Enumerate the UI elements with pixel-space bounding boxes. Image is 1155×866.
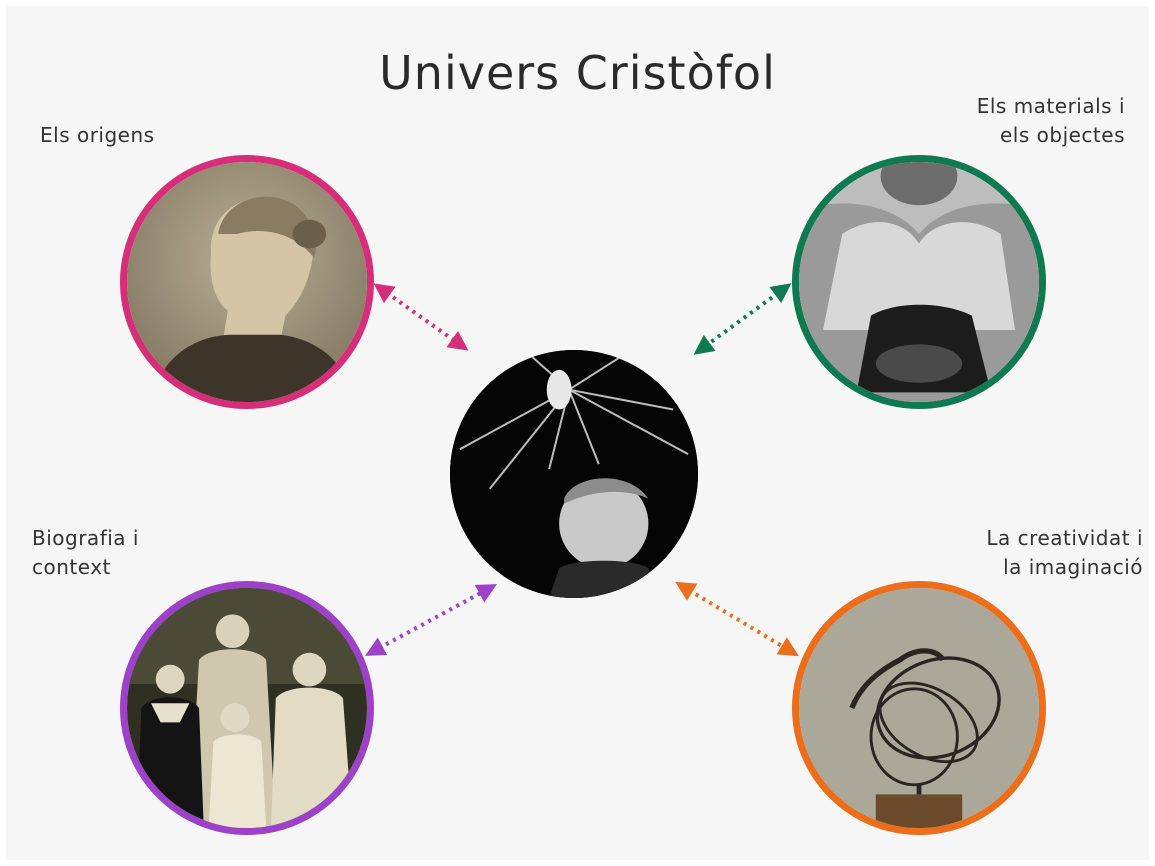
label-line: Els origens bbox=[40, 123, 155, 147]
sculpture-photo bbox=[792, 581, 1046, 835]
portrait-photo bbox=[120, 155, 374, 409]
label-line: els objectes bbox=[1000, 123, 1125, 147]
artist-portrait-photo bbox=[450, 350, 698, 598]
label-line: Biografia i bbox=[32, 526, 139, 550]
label-line: la imaginació bbox=[1003, 555, 1143, 579]
label-creativitat-imaginacio: La creatividat i la imaginació bbox=[986, 524, 1143, 582]
family-photo bbox=[120, 581, 374, 835]
craftsman-photo bbox=[792, 155, 1046, 409]
label-els-origens: Els origens bbox=[40, 121, 155, 150]
label-line: La creatividat i bbox=[986, 526, 1143, 550]
diagram-title: Univers Cristòfol bbox=[379, 46, 776, 100]
label-line: context bbox=[32, 555, 111, 579]
label-materials-objectes: Els materials i els objectes bbox=[977, 92, 1125, 150]
label-line: Els materials i bbox=[976, 94, 1125, 118]
label-biografia-context: Biografia i context bbox=[32, 524, 139, 582]
